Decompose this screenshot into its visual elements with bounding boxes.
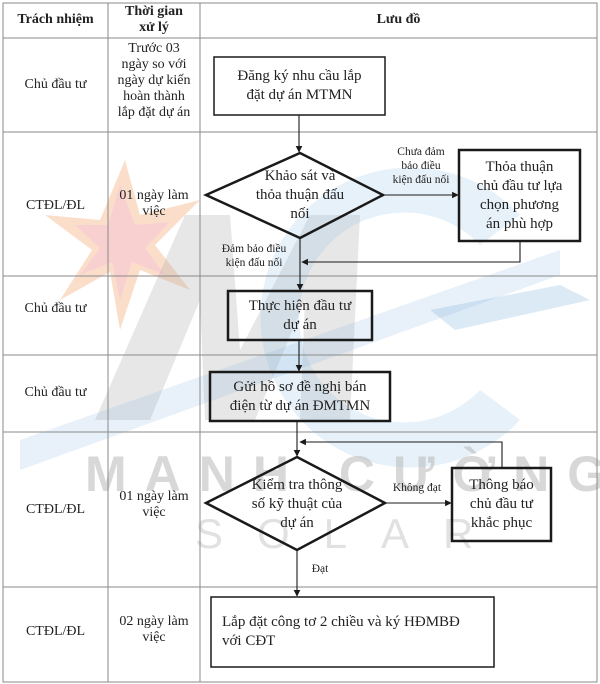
row-2-time: 01 ngày làm việc [119,188,189,219]
row-5-time: 01 ngày làm việc [119,489,189,520]
edge-notify-return [299,438,503,468]
row-3-responsibility: Chủ đầu tư [24,301,87,316]
row-6-time: 02 ngày làm việc [119,614,189,645]
edge-label-ensured: Đảm bảo điều kiện đấu nối [221,243,287,269]
edge-label-fail: Không đạt [392,482,442,494]
header-responsibility: Trách nhiệm [17,12,94,27]
edge-label-pass: Đạt [311,563,329,575]
header-flowchart: Lưu đồ [376,12,421,27]
watermark-brand-line2: SOLAR [195,510,508,557]
node-install-box [210,596,495,668]
row-2-responsibility: CTĐL/ĐL [25,198,86,213]
row-1-time: Trước 03 ngày so với ngày dự kiến hoàn t… [117,41,191,120]
node-register: Đăng ký nhu cầu lắp đặt dự án MTMN [237,68,362,103]
node-agree-option: Thỏa thuận chủ đầu tư lựa chọn phương án… [476,158,563,232]
watermark-brand-line1: MANH CƯỜNG [85,446,600,502]
row-1-responsibility: Chủ đầu tư [24,77,87,92]
node-invest: Thực hiện đầu tư dự án [248,297,352,333]
node-survey: Khảo sát và thỏa thuận đấu nối [255,167,345,222]
node-submit-box [208,370,392,423]
node-submit: Gửi hồ sơ đề nghị bán điện từ dự án ĐMTM… [229,378,371,414]
node-check: Kiểm tra thông số kỹ thuật của dự án [251,476,343,531]
node-install: Lắp đặt công tơ 2 chiều và ký HĐMBĐ với … [222,614,460,649]
row-4-responsibility: Chủ đầu tư [24,385,87,400]
row-6-responsibility: CTĐL/ĐL [25,624,86,639]
edge-label-not-ensured: Chưa đảm bảo điều kiện đấu nối [392,146,450,186]
row-5-responsibility: CTĐL/ĐL [25,502,86,517]
node-notify-fix: Thông báo chủ đầu tư khắc phục [469,477,534,531]
edge-agree-return [301,241,521,266]
header-processing-time: Thời gian xử lý [125,4,183,35]
node-invest-box [226,289,374,342]
